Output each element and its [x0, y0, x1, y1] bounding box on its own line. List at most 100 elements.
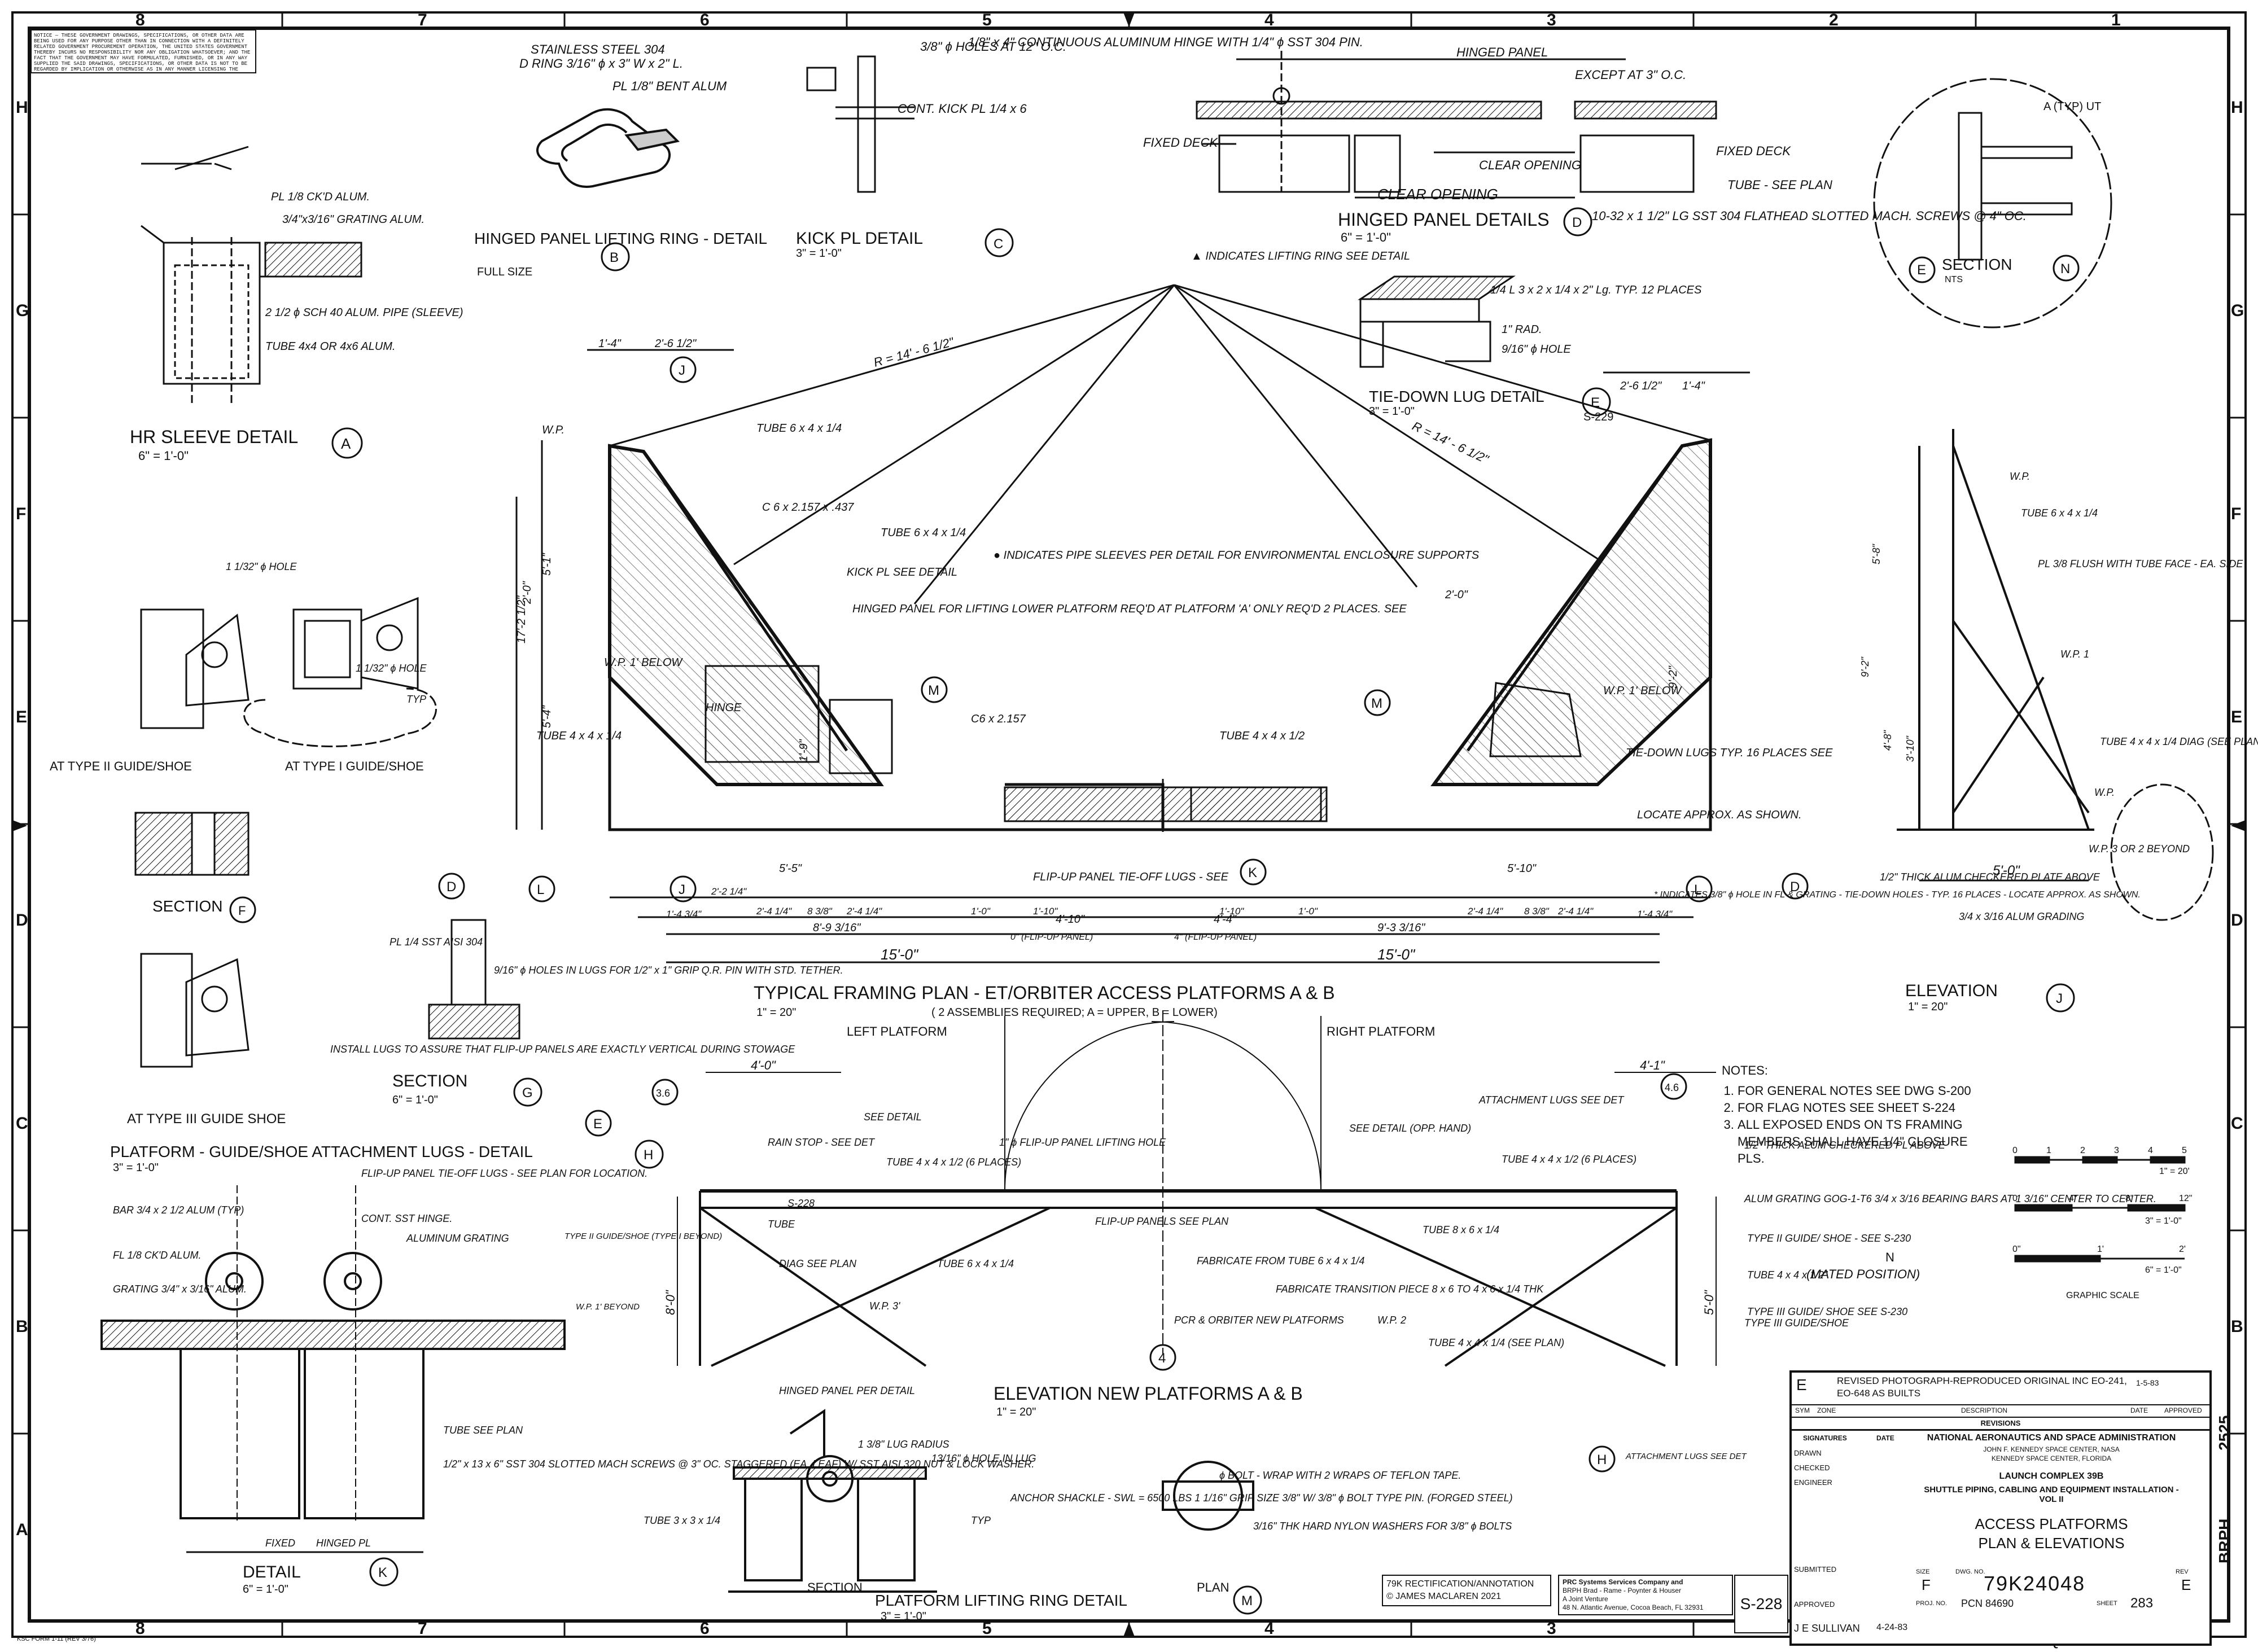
en-label-28: N: [1885, 1250, 1894, 1264]
en-label-11: TUBE 6 x 4 x 1/4: [937, 1258, 1014, 1269]
ej-label-0: W.P.: [2010, 471, 2030, 482]
lm-note-4: 3/16" THK HARD NYLON WASHERS FOR 3/8" ϕ …: [1253, 1520, 1512, 1532]
dk-note-9: HINGED PL: [316, 1537, 371, 1549]
fp-label-0: TUBE 6 x 4 x 1/4: [756, 422, 842, 435]
datum-6: 3.6: [656, 1088, 670, 1099]
en-label-19: W.P. 1' BEYOND: [576, 1302, 640, 1312]
lm-note-3: ϕ BOLT - WRAP WITH 2 WRAPS OF TEFLON TAP…: [1219, 1470, 1461, 1481]
sec-g-note-0: PL 1/4 SST AISI 304: [390, 936, 483, 948]
zone-bot-5: 5: [982, 1619, 992, 1638]
tb-col-sym: SYM: [1795, 1406, 1810, 1414]
ej-dim-4: 9'-2": [1859, 656, 1871, 677]
zone-bot-6: 6: [700, 1619, 710, 1638]
sec-f-tag-circle: [229, 896, 256, 923]
elevation-j: [1897, 429, 2214, 921]
fp-label-1: C 6 x 2.157 x .437: [762, 501, 854, 514]
en-scale: 1" = 20": [996, 1406, 1036, 1418]
tb-size: F: [1922, 1576, 1931, 1593]
gsc-unit-a: 1" = 20': [2159, 1167, 2190, 1176]
title-block: E REVISED PHOTOGRAPH-REPRODUCED ORIGINAL…: [1789, 1370, 2212, 1646]
lifting-ring-text: STAINLESS STEEL 304 D RING 3/16" ϕ x 3" …: [474, 42, 767, 278]
centering-arrows: [12, 12, 2246, 1637]
tb-approved: APPROVED: [1794, 1600, 1835, 1609]
ej-label-7: 1/2" THICK ALUM CHECKERED PLATE ABOVE: [1880, 871, 2101, 883]
td-scale: 3" = 1'-0": [1369, 405, 1415, 418]
zone-top-7: 7: [418, 11, 427, 29]
government-notice: NOTICE — THESE GOVERNMENT DRAWINGS, SPEC…: [30, 29, 256, 73]
dk-tag: K: [378, 1565, 387, 1580]
en-label-3: TUBE 4 x 4 x 1/2 (6 PLACES): [886, 1156, 1021, 1168]
tb-submitted: SUBMITTED: [1794, 1565, 1837, 1574]
tb-size-label: SIZE: [1916, 1568, 1930, 1575]
lr-tag: B: [610, 250, 619, 265]
gsc-b-1: 4": [2069, 1194, 2077, 1203]
general-notes: NOTES: FOR GENERAL NOTES SEE DWG S-200 F…: [1722, 1062, 1993, 1167]
fp-label-10: LOCATE APPROX. AS SHOWN.: [1637, 809, 1802, 821]
hp-title: HINGED PANEL DETAILS: [1338, 209, 1550, 230]
fp-dim-b1-3: 8 3/8": [807, 906, 833, 917]
zone-right-B: B: [2231, 1317, 2243, 1336]
zone-top-6: 6: [700, 11, 710, 29]
elevation-new-text: LEFT PLATFORM RIGHT PLATFORM RAIN STOP -…: [564, 1024, 2156, 1461]
fp-label-2: TUBE 6 x 4 x 1/4: [881, 527, 966, 539]
fp-label-13: W.P. 1' BELOW: [1603, 685, 1682, 697]
datum-12: H: [1597, 1452, 1607, 1467]
tb-signer: J E SULLIVAN: [1794, 1623, 1860, 1634]
dk-note-5: GRATING 3/4" x 3/16" ALUM.: [113, 1283, 247, 1295]
tb-rev-sym: E: [1796, 1376, 1807, 1394]
datum-markers: D L J J L D 3.6 4.6 4 K M M H E: [438, 356, 1809, 1473]
fp-title: TYPICAL FRAMING PLAN - ET/ORBITER ACCESS…: [754, 983, 1335, 1003]
fp-label-3: KICK PL SEE DETAIL: [847, 566, 957, 579]
lifting-ring-m: [728, 1409, 1254, 1593]
hr-note-3: 2 1/2 ϕ SCH 40 ALUM. PIPE (SLEEVE): [265, 306, 463, 319]
hr-sleeve-text: PL 1/8 CK'D ALUM. 3/4"x3/16" GRATING ALU…: [130, 191, 463, 463]
dk-note-2: ALUMINUM GRATING: [406, 1233, 509, 1244]
ej-label-1: TUBE 6 x 4 x 1/4: [2021, 507, 2098, 519]
en-dim-1: 4'-1": [1640, 1058, 1665, 1072]
gs-label-ii: AT TYPE II GUIDE/SHOE: [50, 759, 192, 773]
tb-center-2: KENNEDY SPACE CENTER, FLORIDA: [1991, 1454, 2112, 1462]
tb-dwg-no: 79K24048: [1984, 1572, 2086, 1595]
sec-e-note: A (TYP) UT: [2043, 100, 2101, 113]
fp-dim-b2-sub-1: 4" (FLIP-UP PANEL): [1174, 932, 1257, 942]
tb-signatures: SIGNATURES: [1803, 1434, 1847, 1442]
ej-tag: J: [2056, 991, 2063, 1006]
ej-label-8: 3/4 x 3/16 ALUM GRADING: [1959, 911, 2084, 922]
fp-dim-side-7: 5'-10": [1507, 862, 1537, 875]
hr-tag-circle: [331, 427, 363, 459]
fp-label-12: W.P. 1' BELOW: [604, 656, 683, 669]
hp-note-6: TUBE - SEE PLAN: [1727, 178, 1832, 192]
tb-col-approved: APPROVED: [2164, 1406, 2202, 1414]
fp-label-7: C6 x 2.157: [971, 713, 1026, 725]
zone-top-1: 1: [2111, 11, 2121, 29]
fp-dim-side-3: 2'-0": [521, 581, 533, 604]
tb-rev-desc: REVISED PHOTOGRAPH-REPRODUCED ORIGINAL I…: [1837, 1375, 2127, 1399]
pg-title: PLATFORM - GUIDE/SHOE ATTACHMENT LUGS - …: [110, 1143, 533, 1160]
datum-2: J: [679, 363, 685, 378]
datum-3: J: [679, 882, 685, 897]
en-label-27: (MATED POSITION): [1806, 1267, 1920, 1281]
lifting-ring-detail: [536, 108, 680, 188]
td-note-1: 1/4 L 3 x 2 x 1/4 x 2" Lg. TYP. 12 PLACE…: [1490, 284, 1702, 296]
fp-dim-b1-5: 1'-0": [971, 906, 991, 917]
fp-dim-b2-sub-0: 0" (FLIP-UP PANEL): [1010, 932, 1093, 942]
zone-right-G: G: [2231, 301, 2244, 320]
en-label-18: TYPE III GUIDE/SHOE: [1744, 1317, 1849, 1329]
zone-top-2: 2: [1829, 11, 1839, 29]
gsc-c-1: 1': [2097, 1245, 2104, 1254]
sheet-reference: S-228: [1734, 1575, 1788, 1633]
ej-label-6: W.P. 3 OR 2 BEYOND: [2089, 843, 2190, 855]
kp-tag-circle: [984, 228, 1014, 257]
en-label-21: W.P. 3': [869, 1300, 900, 1312]
hr-note-2: 3/4"x3/16" GRATING ALUM.: [282, 213, 425, 226]
elevation-j-text: W.P. TUBE 6 x 4 x 1/4 PL 3/8 FLUSH WITH …: [1859, 471, 2258, 1013]
datum-11: M: [1371, 696, 1382, 711]
tb-project: LAUNCH COMPLEX 39B: [1999, 1471, 2104, 1481]
hr-title: HR SLEEVE DETAIL: [130, 427, 298, 447]
fp-dim-b2-1: 4'-10": [1056, 913, 1085, 926]
hr-note-1: PL 1/8 CK'D ALUM.: [271, 191, 370, 203]
framing-plan-text: R = 14' - 6 1/2" R = 14' - 6 1/2" ▲ INDI…: [515, 250, 2141, 1019]
ej-dim-0: 5'-0": [1993, 863, 2020, 878]
dk-note-0: FLIP-UP PANEL TIE-OFF LUGS - SEE PLAN FO…: [361, 1168, 647, 1179]
